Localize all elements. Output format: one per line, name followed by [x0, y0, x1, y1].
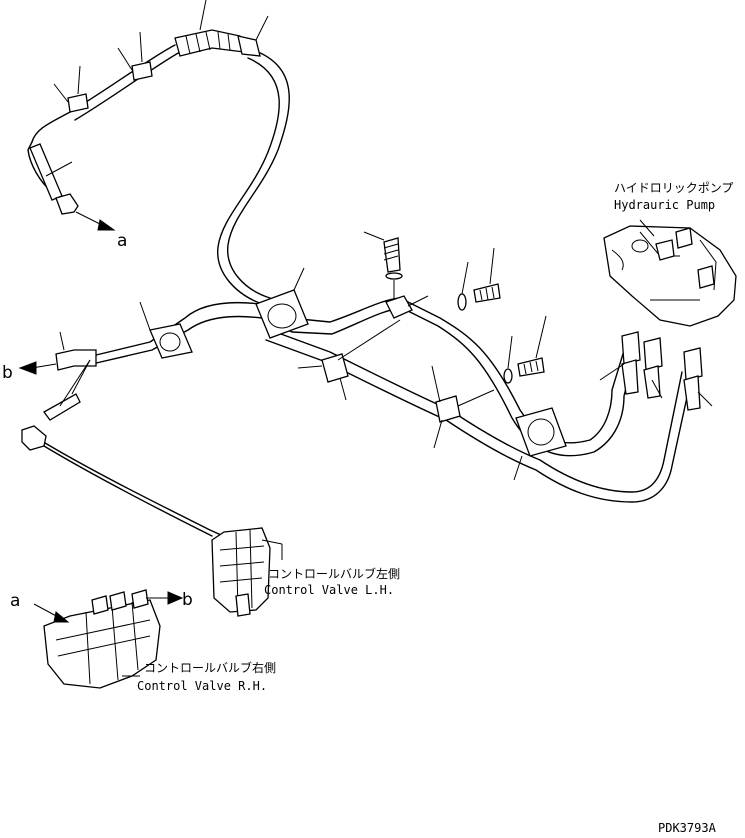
control-valve-left: [211, 527, 283, 617]
control-valve-left-label-jp: コントロールバルブ左側: [268, 566, 400, 581]
main-tube-assembly: [18, 297, 693, 541]
drawing-code: PDK3793A: [658, 821, 717, 835]
control-valve-right: [33, 589, 184, 689]
upper-hose-assembly: [27, 0, 290, 305]
control-valve-right-label-en: Control Valve R.H.: [137, 679, 267, 693]
control-valve-left-label-en: Control Valve L.H.: [264, 583, 394, 597]
control-valve-right-label-jp: コントロールバルブ右側: [144, 660, 276, 675]
hydraulic-pump: [599, 219, 737, 411]
port-a-label-valve: a: [10, 591, 20, 611]
port-a-label-top: a: [117, 231, 127, 251]
pump-label-jp: ハイドロリックポンプ: [614, 181, 733, 195]
grommets: [139, 267, 567, 481]
clamps-and-bolts: [297, 231, 547, 449]
pump-label-en: Hydrauric Pump: [614, 198, 715, 212]
port-b-label-valve: b: [182, 590, 193, 610]
port-b-label-left: b: [2, 363, 13, 383]
